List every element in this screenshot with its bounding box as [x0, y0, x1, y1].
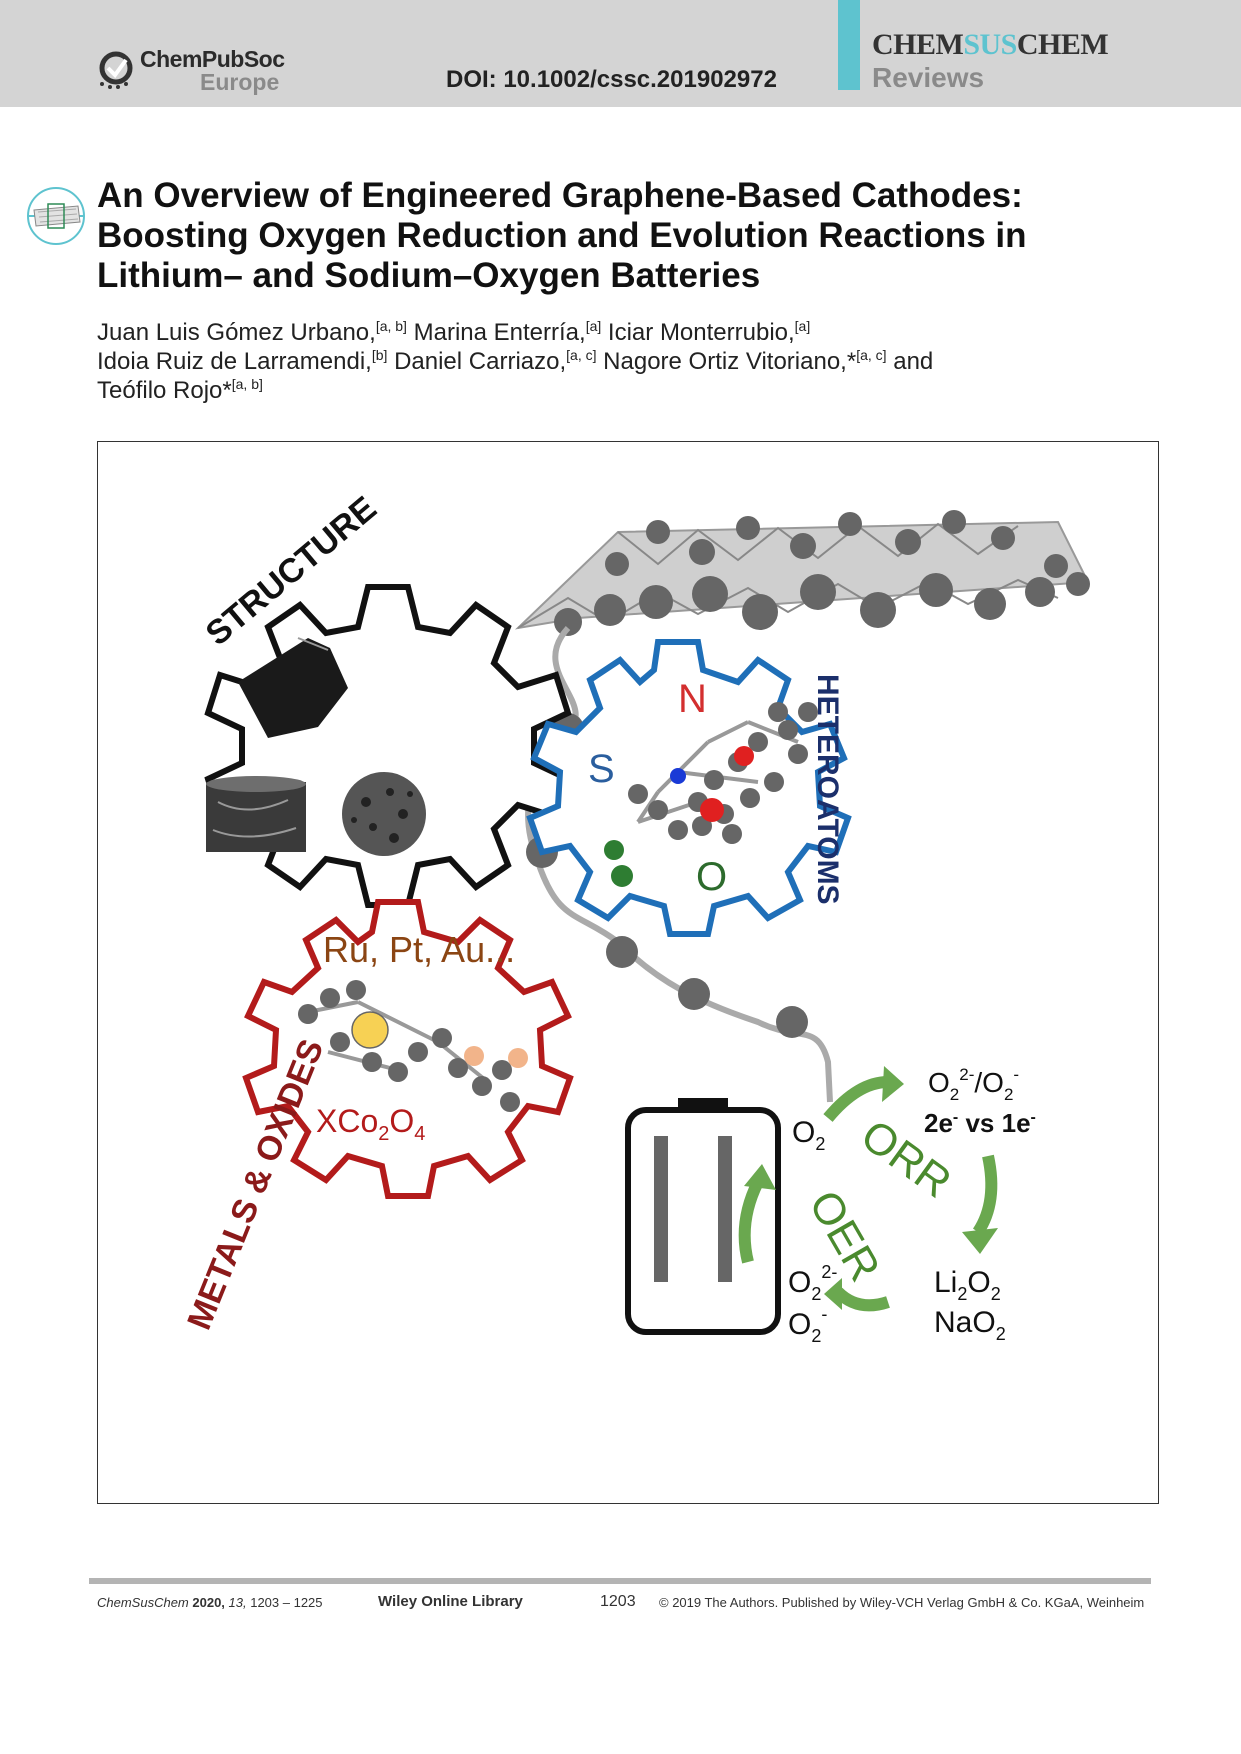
- structure-gear: [204, 584, 572, 908]
- sulfur-atom-1: [604, 840, 624, 860]
- wiley-online-library-link[interactable]: Wiley Online Library: [378, 1593, 523, 1610]
- footer-rule: [89, 1578, 1151, 1584]
- oxygen-atom-1: [734, 746, 754, 766]
- superoxide-label-2: O2-: [788, 1304, 827, 1346]
- author-3[interactable]: Iciar Monterrubio,[a]: [601, 318, 811, 346]
- metals-text: Ru, Pt, Au...: [323, 929, 515, 970]
- metal-atom: [351, 1011, 389, 1049]
- header-band: [0, 0, 1241, 107]
- oer-arrow: [738, 1164, 890, 1312]
- peroxide-label-top: O22-/O2-: [928, 1065, 1019, 1104]
- orr-arrow: [823, 1066, 998, 1254]
- logo-line2: Europe: [200, 69, 280, 95]
- author-6[interactable]: Nagore Ortiz Vitoriano,*[a, c]: [596, 347, 887, 375]
- cobalt-atom-1: [464, 1046, 484, 1066]
- li2o2-label: Li2O2: [934, 1266, 1001, 1304]
- cobalt-atom-2: [508, 1048, 528, 1068]
- journal-part1: CHEM: [872, 28, 964, 61]
- author-7[interactable]: Teófilo Rojo*[a, b]: [97, 376, 263, 404]
- graphene-sheet-icon: [27, 187, 85, 245]
- author-5[interactable]: Daniel Carriazo,[a, c]: [387, 347, 597, 375]
- carbon-chain: [525, 625, 833, 1103]
- oxygen-atom-2: [700, 798, 724, 822]
- author-4[interactable]: Idoia Ruiz de Larramendi,[b]: [97, 347, 388, 375]
- battery-icon: [625, 1098, 781, 1335]
- author-and: and: [886, 348, 934, 375]
- author-2[interactable]: Marina Enterría,[a]: [406, 318, 602, 346]
- author-1[interactable]: Juan Luis Gómez Urbano,[a, b]: [97, 318, 407, 346]
- accent-bar: [838, 0, 860, 90]
- citation: ChemSusChem 2020, 13, 1203 – 1225: [97, 1595, 323, 1610]
- logo-line1: ChemPubSoc: [140, 46, 285, 72]
- page-number: 1203: [600, 1593, 636, 1610]
- superoxide-label-1: O22-: [788, 1262, 837, 1304]
- oxygen-label: O: [696, 855, 727, 899]
- doi[interactable]: DOI: 10.1002/cssc.201902972: [446, 66, 777, 93]
- sulfur-atom-2: [611, 865, 633, 887]
- heteroatoms-label: HETEROATOMS: [811, 674, 844, 905]
- article-title: An Overview of Engineered Graphene-Based…: [97, 176, 1027, 295]
- o2-label: O2: [792, 1116, 825, 1154]
- sulfur-label: S: [588, 747, 615, 791]
- author-list: Juan Luis Gómez Urbano,[a, b] Marina Ent…: [97, 318, 1097, 405]
- section-label: Reviews: [872, 62, 985, 93]
- graphene-sheet: [514, 510, 1090, 636]
- electron-transfer-label: 2e- vs 1e-: [924, 1108, 1036, 1138]
- heteroatom-gear: N S O: [526, 639, 852, 937]
- nitrogen-atom: [670, 768, 686, 784]
- journal-part2: SUS: [963, 28, 1017, 61]
- chempubsoc-logo[interactable]: ChemPubSoc Europe: [96, 46, 286, 96]
- copyright: © 2019 The Authors. Published by Wiley-V…: [659, 1595, 1145, 1610]
- journal-part3: CHEM: [1016, 28, 1109, 61]
- toc-figure: STRUCTURE N S O HETEROATOMS: [97, 441, 1159, 1504]
- nao2-label: NaO2: [934, 1306, 1006, 1344]
- metal-oxide-gear: Ru, Pt, Au... XCo2O4: [242, 899, 574, 1199]
- journal-name: CHEMSUSCHEM: [872, 28, 1109, 62]
- chempubsoc-logo-icon: [99, 51, 133, 89]
- nitrogen-label: N: [678, 677, 707, 721]
- cobalt-oxide-formula: XCo2O4: [316, 1103, 425, 1145]
- oer-label: OER: [799, 1183, 889, 1290]
